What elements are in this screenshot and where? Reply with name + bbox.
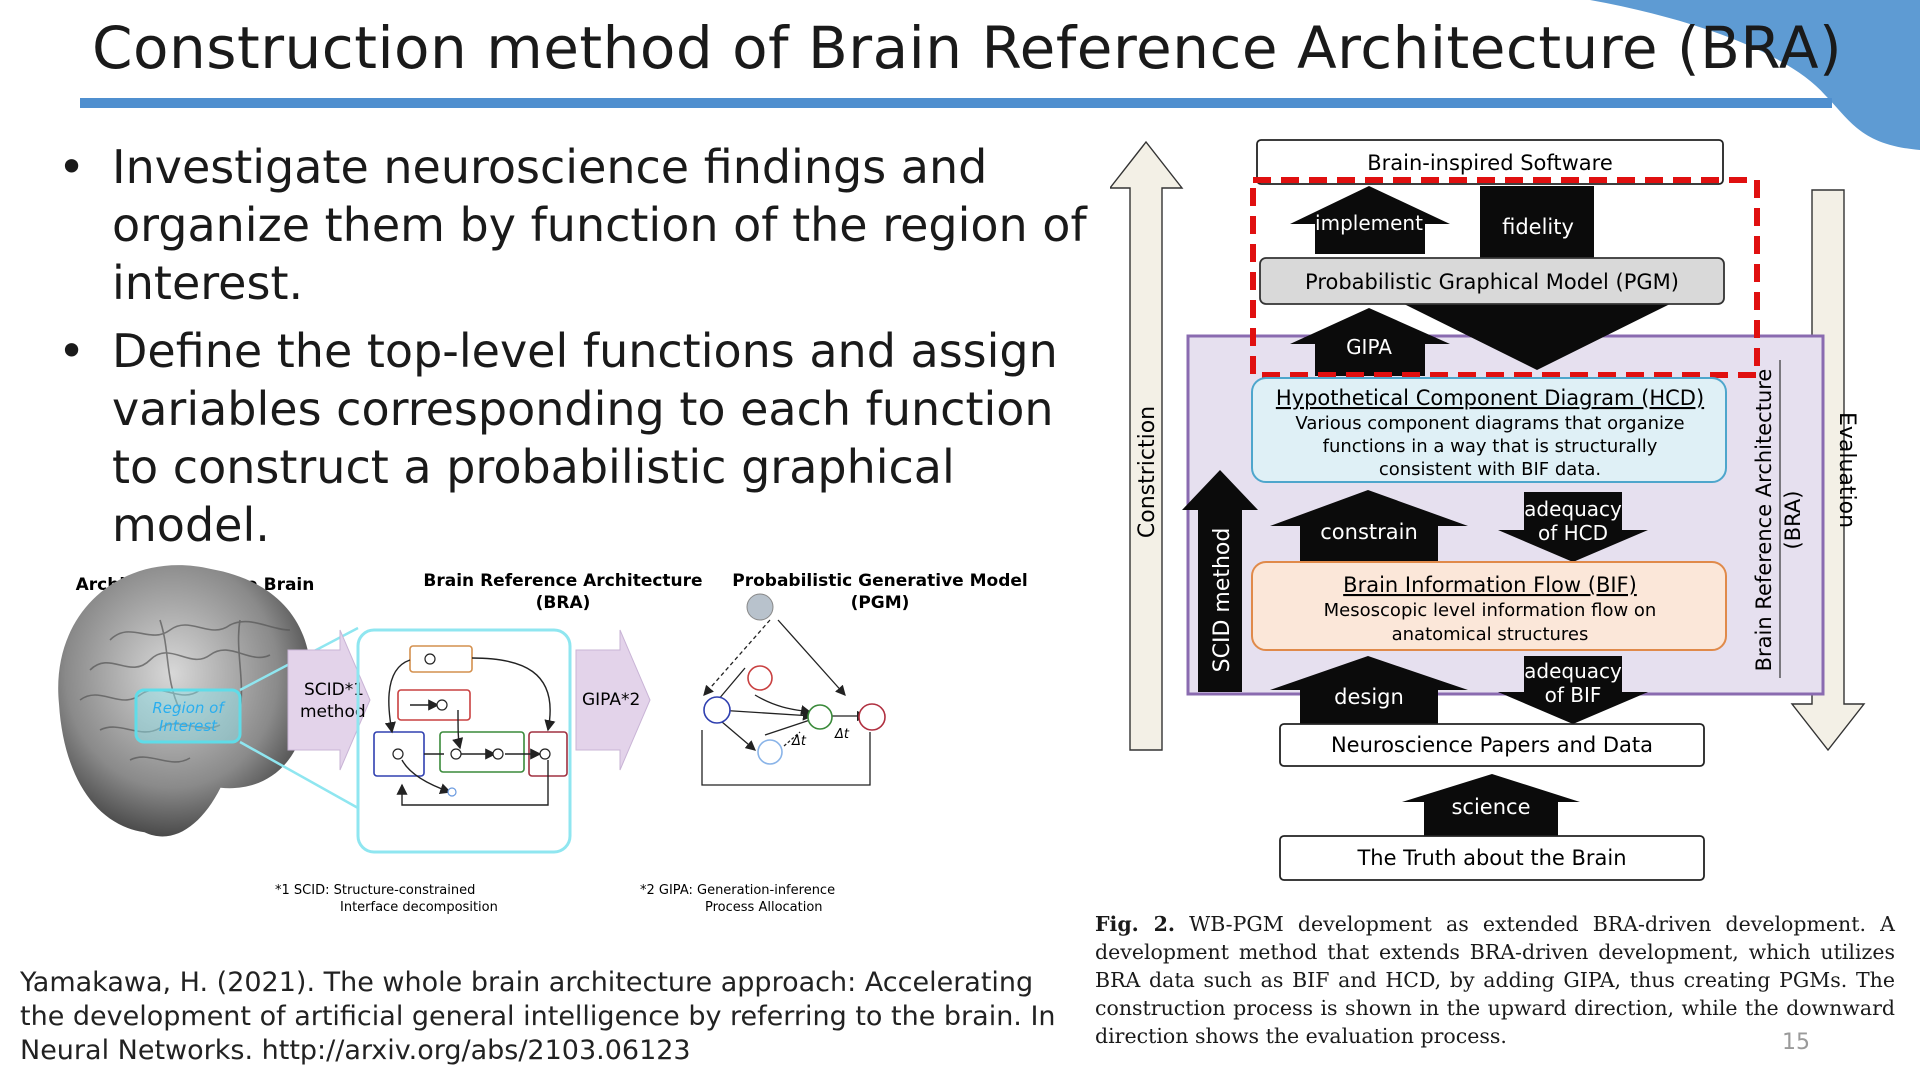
evaluation-arrow bbox=[1790, 189, 1866, 752]
adequacy-bif-arrow bbox=[1498, 656, 1648, 724]
pgm-label: Probabilistic Graphical Model (PGM) bbox=[1305, 270, 1679, 294]
implement-label: implement bbox=[1315, 211, 1423, 235]
constriction-arrow bbox=[1110, 140, 1184, 751]
bullet-text: Define the top-level functions and assig… bbox=[112, 324, 1058, 552]
constrain-arrow bbox=[1270, 490, 1468, 562]
roi-label-1: Region of bbox=[152, 699, 226, 717]
implement-arrow bbox=[1290, 186, 1450, 254]
hcd-desc-2: functions in a way that is structurally bbox=[1323, 436, 1658, 457]
caption-text: WB-PGM development as extended BRA-drive… bbox=[1095, 912, 1895, 1048]
footnote-scid-2: Interface decomposition bbox=[340, 900, 498, 915]
bif-title: Brain Information Flow (BIF) bbox=[1343, 573, 1637, 597]
bra-side-label-1: Brain Reference Architecture bbox=[1752, 369, 1776, 672]
brain-inspired-software-label: Brain-inspired Software bbox=[1367, 151, 1613, 175]
figure-caption: Fig. 2. WB-PGM development as extended B… bbox=[1095, 910, 1895, 1050]
bullet-text: Investigate neuroscience findings and or… bbox=[112, 140, 1087, 310]
constrain-label: constrain bbox=[1320, 520, 1418, 544]
gipa-up-arrow bbox=[1290, 308, 1450, 376]
bif-desc-2: anatomical structures bbox=[1392, 624, 1589, 645]
science-label: science bbox=[1451, 795, 1530, 819]
design-arrow bbox=[1270, 656, 1468, 724]
page-number: 15 bbox=[1782, 1030, 1810, 1055]
box-hcd bbox=[1251, 377, 1727, 483]
fidelity-label: fidelity bbox=[1502, 215, 1574, 239]
pgm-graph: Δt Δt bbox=[701, 593, 886, 786]
caption-label: Fig. 2. bbox=[1095, 912, 1175, 936]
hcd-desc-3: consistent with BIF data. bbox=[1379, 459, 1601, 480]
title-underline bbox=[80, 98, 1832, 108]
adequacy-bif-label-1: adequacy bbox=[1524, 659, 1622, 683]
design-label: design bbox=[1334, 685, 1404, 709]
footnote-scid-1: *1 SCID: Structure-constrained bbox=[275, 883, 475, 898]
bullet-dot: • bbox=[58, 140, 86, 194]
bullet-item: • Investigate neuroscience findings and … bbox=[52, 138, 1092, 312]
heading-pgm-1: Probabilistic Generative Model bbox=[732, 571, 1027, 591]
scid-method-label: SCID method bbox=[1210, 528, 1235, 673]
wb-pgm-development-diagram: Constriction Evaluation Brain Reference … bbox=[1110, 139, 1866, 881]
science-arrow bbox=[1402, 774, 1580, 836]
reference-citation: Yamakawa, H. (2021). The whole brain arc… bbox=[20, 967, 1056, 1066]
adequacy-hcd-label-2: of HCD bbox=[1538, 521, 1608, 545]
box-papers bbox=[1279, 723, 1705, 767]
highlight-dashed-box bbox=[1250, 177, 1760, 378]
adequacy-hcd-arrow bbox=[1498, 492, 1648, 562]
box-bif bbox=[1251, 561, 1727, 651]
heading-pgm-2: (PGM) bbox=[851, 593, 910, 613]
evaluation-label: Evaluation bbox=[1834, 412, 1859, 528]
bra-panel bbox=[356, 628, 572, 854]
constriction-label: Constriction bbox=[1135, 406, 1160, 538]
adequacy-hcd-label-1: adequacy bbox=[1524, 497, 1622, 521]
hcd-desc-1: Various component diagrams that organize bbox=[1295, 413, 1684, 434]
delta-t-label: Δt bbox=[834, 727, 850, 742]
box-pgm bbox=[1259, 257, 1725, 305]
delta-t-label: Δt bbox=[791, 734, 807, 749]
box-truth bbox=[1279, 835, 1705, 881]
scid-arrow bbox=[287, 629, 371, 771]
gipa-arrow-label: GIPA*2 bbox=[582, 690, 640, 710]
bullet-list: • Investigate neuroscience findings and … bbox=[52, 138, 1092, 564]
brain-image: Region of Interest bbox=[58, 565, 311, 837]
bif-desc-1: Mesoscopic level information flow on bbox=[1324, 600, 1657, 621]
papers-label: Neuroscience Papers and Data bbox=[1331, 733, 1653, 757]
bullet-dot: • bbox=[58, 324, 86, 378]
roi-label-2: Interest bbox=[159, 717, 218, 735]
adequacy-bif-label-2: of BIF bbox=[1545, 683, 1602, 707]
bullet-item: • Define the top-level functions and ass… bbox=[52, 322, 1092, 554]
heading-bra-1: Brain Reference Architecture bbox=[423, 571, 702, 591]
bra-pipeline-figure: Architecture of the Brain Brain Referenc… bbox=[58, 565, 1028, 915]
scid-arrow-label-2: method bbox=[300, 702, 366, 722]
scid-arrow-label-1: SCID*1 bbox=[304, 680, 364, 700]
bra-side-label-2: (BRA) bbox=[1781, 491, 1805, 550]
gipa-arrow bbox=[575, 629, 651, 771]
slide-title: Construction method of Brain Reference A… bbox=[92, 14, 1843, 82]
box-brain-inspired-software bbox=[1256, 139, 1724, 185]
footnote-gipa-2: Process Allocation bbox=[705, 900, 823, 915]
gipa-label: GIPA bbox=[1346, 335, 1392, 359]
truth-label: The Truth about the Brain bbox=[1356, 846, 1626, 870]
footnote-gipa-1: *2 GIPA: Generation-inference bbox=[640, 883, 835, 898]
hcd-title: Hypothetical Component Diagram (HCD) bbox=[1276, 386, 1704, 410]
heading-bra-2: (BRA) bbox=[536, 593, 591, 613]
scid-method-arrow bbox=[1182, 470, 1258, 692]
roi-box bbox=[134, 688, 242, 744]
